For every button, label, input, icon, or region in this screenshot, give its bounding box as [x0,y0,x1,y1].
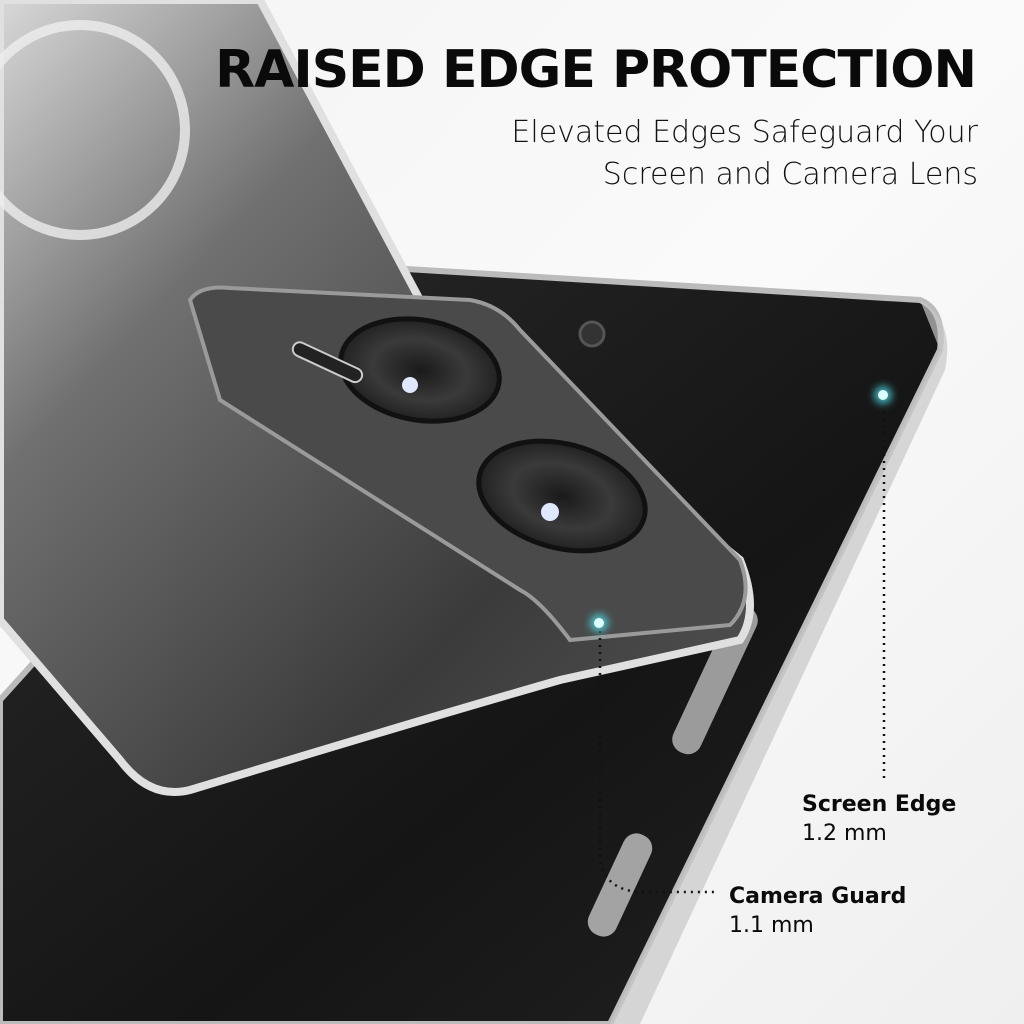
subheadline-line-1: Elevated Edges Safeguard Your [511,115,978,150]
camera-island [187,285,748,643]
camera-guard-callout: Camera Guard 1.1 mm [729,884,906,938]
callout-value: 1.2 mm [802,821,887,846]
screen-edge-highlight [878,390,888,400]
callout-title: Camera Guard [729,884,907,909]
subheadline-line-2: Screen and Camera Lens [602,157,978,192]
screen-edge-callout: Screen Edge 1.2 mm [802,792,956,846]
headline: RAISED EDGE PROTECTION [215,40,977,100]
camera-lens-2 [476,438,648,554]
callout-value: 1.1 mm [729,913,814,938]
subheadline: Elevated Edges Safeguard Your Screen and… [511,112,978,196]
camera-lens-1 [338,316,502,424]
camera-guard-highlight [594,618,604,628]
callout-title: Screen Edge [802,792,957,817]
